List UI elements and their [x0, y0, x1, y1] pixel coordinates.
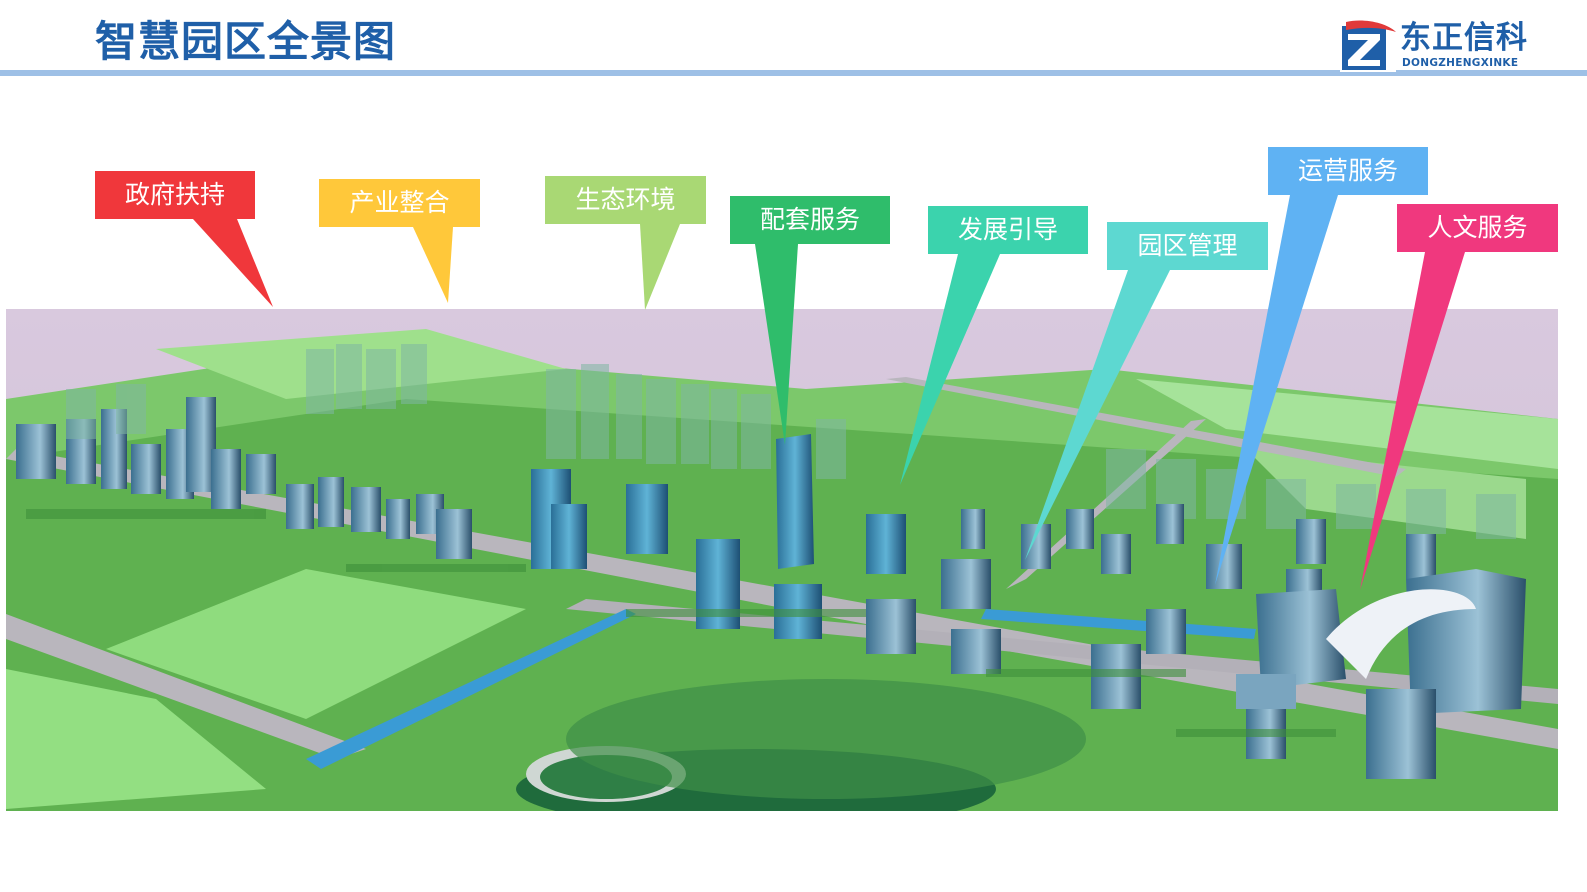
pointer-fazhan	[900, 254, 1000, 485]
company-logo: 东正信科 DONGZHENGXINKE	[1340, 18, 1566, 74]
callout-chanye: 产业整合	[319, 179, 480, 227]
logo-mark-icon	[1340, 20, 1396, 72]
page-title: 智慧园区全景图	[95, 17, 397, 66]
callout-zhengfu: 政府扶持	[95, 171, 255, 219]
pointer-chanye	[413, 227, 453, 303]
pointer-peitao	[755, 244, 798, 445]
pointer-yunying	[1215, 195, 1338, 585]
logo-name: 东正信科	[1400, 20, 1528, 56]
aerial-park-image	[6, 309, 1558, 811]
pointer-shengtai	[640, 224, 680, 310]
callout-peitao: 配套服务	[730, 196, 890, 244]
callout-renwen: 人文服务	[1397, 204, 1558, 252]
callout-shengtai: 生态环境	[545, 176, 706, 224]
callout-yunying: 运营服务	[1268, 147, 1428, 195]
pointer-yuanqu	[1025, 270, 1170, 560]
logo-subtitle: DONGZHENGXINKE	[1402, 57, 1519, 69]
callout-fazhan: 发展引导	[928, 206, 1088, 254]
callout-yuanqu: 园区管理	[1107, 222, 1268, 270]
pointer-renwen	[1360, 252, 1465, 590]
pointer-zhengfu	[193, 219, 273, 307]
header-rule	[0, 70, 1587, 76]
